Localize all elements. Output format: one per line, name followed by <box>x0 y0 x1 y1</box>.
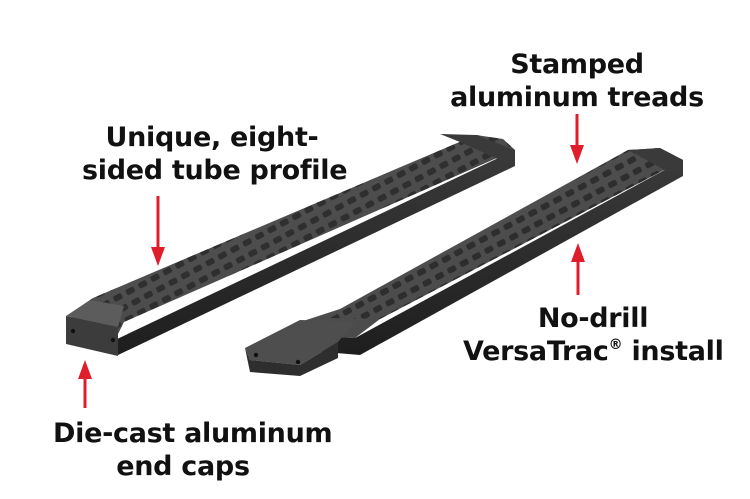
left-end-cap <box>66 316 118 356</box>
callout-install-suffix: install <box>622 336 724 367</box>
left-running-board <box>66 134 515 356</box>
callout-tube-profile: Unique, eight- sided tube profile <box>82 121 348 187</box>
callout-end-caps-line1: Die-cast aluminum <box>53 418 333 449</box>
right-end-cap <box>245 320 355 365</box>
callout-treads-line1: Stamped <box>510 49 644 80</box>
callout-treads-line2: aluminum treads <box>450 82 704 113</box>
callout-end-caps: Die-cast aluminum end caps <box>53 417 333 483</box>
registered-mark: ® <box>608 337 623 353</box>
callout-end-caps-line2: end caps <box>116 451 250 482</box>
callout-treads: Stamped aluminum treads <box>447 48 707 114</box>
arrow-tube-profile <box>151 196 165 266</box>
arrow-install <box>571 243 585 295</box>
callout-install: No-drill VersaTrac® install <box>463 302 724 368</box>
callout-tube-profile-line1: Unique, eight- <box>105 122 319 153</box>
callout-install-line2: VersaTrac® install <box>463 335 724 368</box>
callout-tube-profile-line2: sided tube profile <box>82 155 348 186</box>
arrow-end-caps <box>78 360 92 408</box>
arrow-treads <box>570 114 584 164</box>
callout-install-line1: No-drill <box>537 303 649 334</box>
right-running-board <box>245 148 683 376</box>
callout-install-brand: VersaTrac <box>463 336 609 367</box>
